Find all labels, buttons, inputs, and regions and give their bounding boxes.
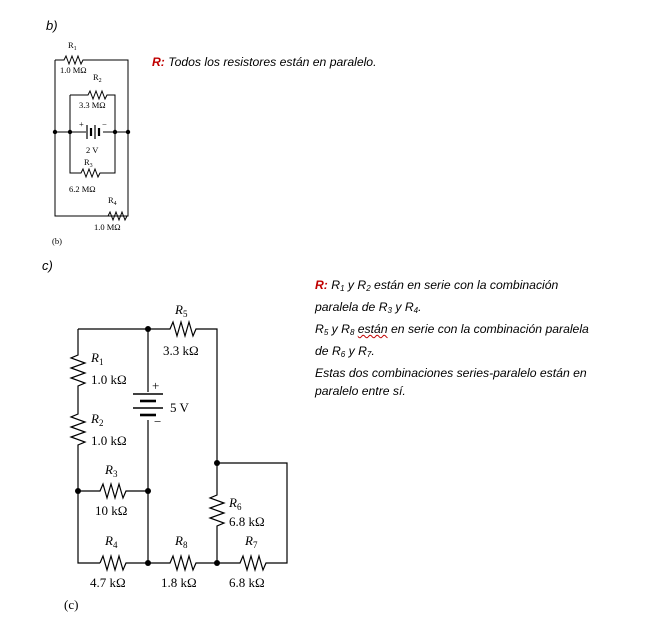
- b-r2-value: 3.3 MΩ: [79, 100, 106, 110]
- answer-b-text: Todos los resistores están en paralelo.: [168, 55, 377, 69]
- part-c-answer: R: R1 y R2 están en serie con la combina…: [315, 276, 615, 400]
- answer-c-line-2: paralela de R3 y R4.: [315, 300, 422, 315]
- b-battery-minus: −: [102, 119, 107, 129]
- c-r4-name: R4: [104, 533, 118, 550]
- c-r2-name: R2: [90, 411, 103, 428]
- b-battery-value: 2 V: [86, 145, 99, 155]
- c-r1-value: 1.0 kΩ: [91, 372, 127, 387]
- c-r4-value: 4.7 kΩ: [90, 575, 126, 590]
- c-battery-value: 5 V: [170, 400, 190, 415]
- part-b-answer: R: Todos los resistores están en paralel…: [152, 53, 376, 71]
- c-r8-value: 1.8 kΩ: [161, 575, 197, 590]
- b-r4-name: R4: [108, 195, 117, 207]
- b-figure-caption: (b): [52, 236, 62, 246]
- part-c-label: c): [42, 258, 53, 273]
- part-b-label: b): [46, 18, 58, 33]
- c-r1-name: R1: [90, 350, 103, 367]
- c-r2-value: 1.0 kΩ: [91, 433, 127, 448]
- answer-b-prefix: R:: [152, 55, 165, 69]
- c-r7-name: R7: [244, 533, 258, 550]
- b-r1-value: 1.0 MΩ: [60, 65, 87, 75]
- b-r1-name: R1: [68, 40, 77, 52]
- c-r8-name: R8: [174, 533, 188, 550]
- c-r5-name: R5: [174, 302, 188, 319]
- c-battery-minus: −: [154, 414, 161, 429]
- b-r2-name: R2: [93, 72, 102, 84]
- b-r3-name: R3: [84, 157, 93, 169]
- c-r3-name: R3: [104, 462, 118, 479]
- answer-c-line-3: R5 y R8 están en serie con la combinació…: [315, 322, 589, 337]
- c-battery-plus: +: [152, 378, 159, 393]
- c-r3-value: 10 kΩ: [95, 503, 127, 518]
- answer-c-line-4: de R6 y R7.: [315, 344, 375, 359]
- b-r4-value: 1.0 MΩ: [94, 222, 121, 232]
- c-r6-name: R6: [228, 495, 242, 512]
- b-battery-plus: +: [79, 119, 84, 129]
- answer-c-line-5: Estas dos combinaciones series-paralelo …: [315, 366, 587, 380]
- answer-c-line-1: R: R1 y R2 están en serie con la combina…: [315, 278, 559, 293]
- c-figure-caption: (c): [64, 597, 78, 612]
- c-r7-value: 6.8 kΩ: [229, 575, 265, 590]
- c-r5-value: 3.3 kΩ: [163, 343, 199, 358]
- c-r6-value: 6.8 kΩ: [229, 514, 265, 529]
- answer-c-line-6: paralelo entre sí.: [315, 384, 406, 398]
- b-r3-value: 6.2 MΩ: [69, 184, 96, 194]
